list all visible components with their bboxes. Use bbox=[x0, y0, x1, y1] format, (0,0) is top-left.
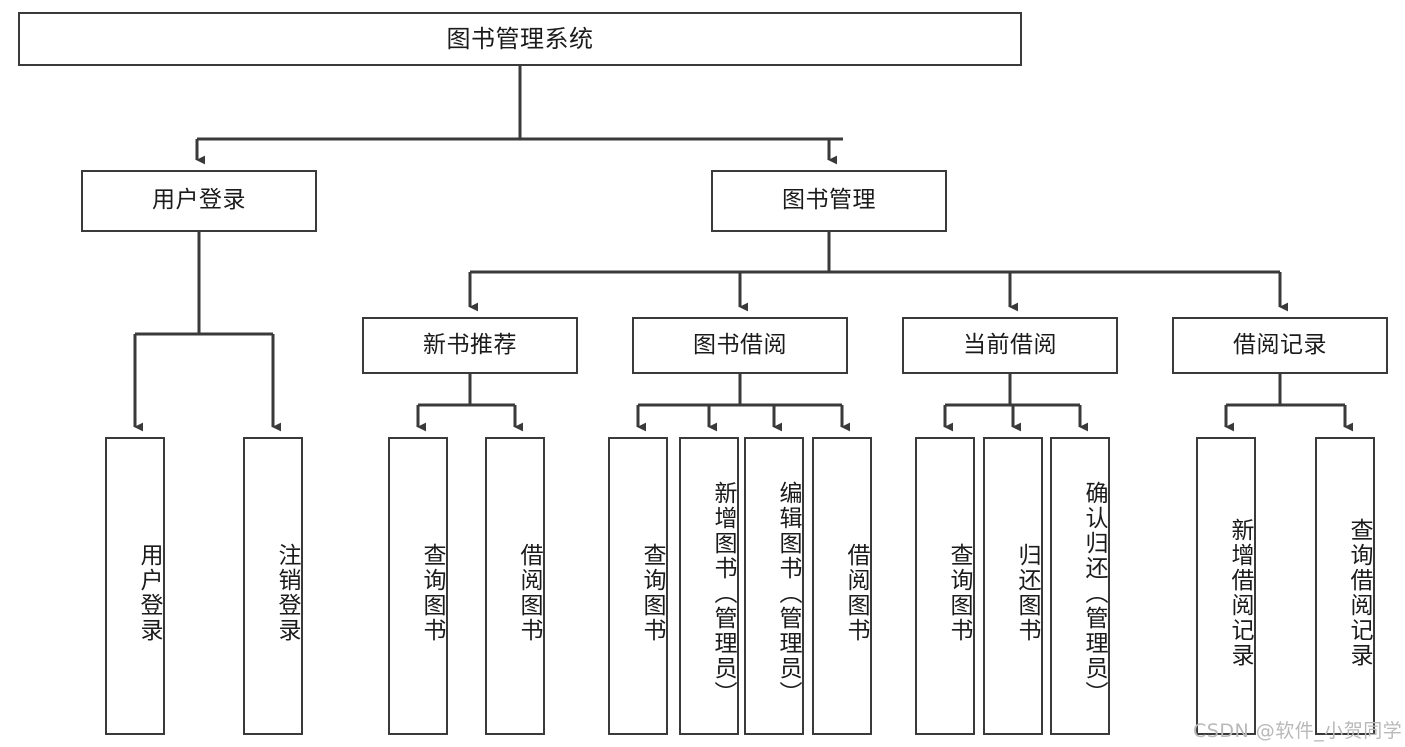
node-leaf-user-login[interactable]: 用户登录 bbox=[105, 437, 165, 735]
node-label: 编辑图书（管理员） bbox=[775, 480, 801, 706]
node-user-login[interactable]: 用户登录 bbox=[81, 170, 317, 232]
node-leaf-query-book-2[interactable]: 查询图书 bbox=[608, 437, 668, 735]
node-label: 查询借阅记录 bbox=[1346, 518, 1372, 668]
node-root-system[interactable]: 图书管理系统 bbox=[18, 12, 1022, 66]
node-label: 当前借阅 bbox=[963, 331, 1057, 358]
node-label: 注销登录 bbox=[274, 543, 300, 643]
csdn-watermark: CSDN @软件_小贺同学 bbox=[1193, 720, 1403, 742]
node-leaf-query-book-1[interactable]: 查询图书 bbox=[388, 437, 448, 735]
node-label: 图书管理系统 bbox=[446, 24, 594, 53]
node-book-borrow[interactable]: 图书借阅 bbox=[632, 317, 848, 374]
node-label: 用户登录 bbox=[136, 543, 162, 643]
node-leaf-borrow-book-1[interactable]: 借阅图书 bbox=[485, 437, 545, 735]
node-borrow-record[interactable]: 借阅记录 bbox=[1172, 317, 1388, 374]
node-label: 新书推荐 bbox=[423, 331, 517, 358]
node-label: 新增借阅记录 bbox=[1227, 518, 1253, 668]
node-leaf-return-book[interactable]: 归还图书 bbox=[983, 437, 1043, 735]
node-leaf-add-record[interactable]: 新增借阅记录 bbox=[1196, 437, 1256, 735]
node-label: 借阅图书 bbox=[516, 543, 542, 643]
node-leaf-query-record[interactable]: 查询借阅记录 bbox=[1315, 437, 1375, 735]
node-label: 用户登录 bbox=[152, 187, 246, 214]
node-leaf-add-book[interactable]: 新增图书（管理员） bbox=[679, 437, 739, 735]
node-label: 图书管理 bbox=[782, 187, 876, 214]
node-label: 借阅记录 bbox=[1233, 331, 1327, 358]
node-leaf-confirm-return[interactable]: 确认归还（管理员） bbox=[1050, 437, 1110, 735]
node-leaf-logout[interactable]: 注销登录 bbox=[243, 437, 303, 735]
node-label: 查询图书 bbox=[946, 543, 972, 643]
node-label: 归还图书 bbox=[1014, 543, 1040, 643]
node-leaf-query-book-3[interactable]: 查询图书 bbox=[915, 437, 975, 735]
node-leaf-borrow-book-2[interactable]: 借阅图书 bbox=[812, 437, 872, 735]
node-label: 借阅图书 bbox=[843, 543, 869, 643]
node-label: 新增图书（管理员） bbox=[710, 480, 736, 706]
node-label: 查询图书 bbox=[639, 543, 665, 643]
node-label: 图书借阅 bbox=[693, 331, 787, 358]
node-label: 查询图书 bbox=[419, 543, 445, 643]
node-new-book-recommend[interactable]: 新书推荐 bbox=[362, 317, 578, 374]
node-leaf-edit-book[interactable]: 编辑图书（管理员） bbox=[744, 437, 804, 735]
node-book-manage[interactable]: 图书管理 bbox=[711, 170, 947, 232]
node-label: 确认归还（管理员） bbox=[1081, 480, 1107, 706]
node-current-borrow[interactable]: 当前借阅 bbox=[902, 317, 1118, 374]
